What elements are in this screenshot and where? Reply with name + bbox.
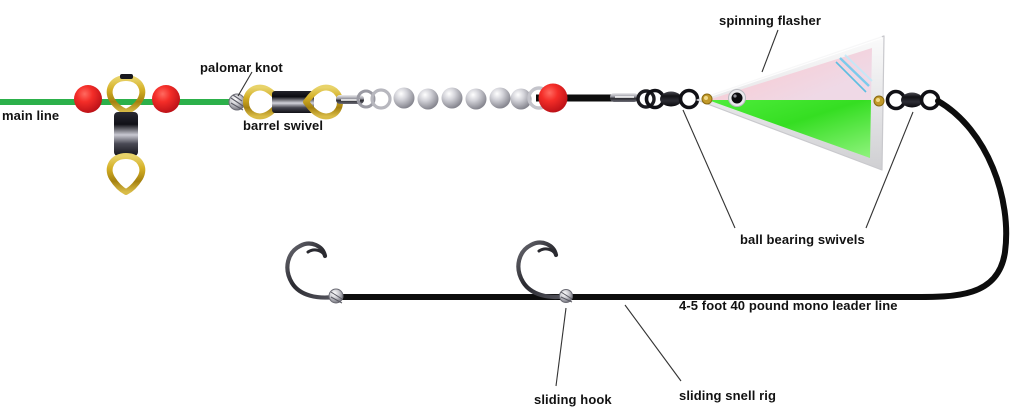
- ball-bearing-swivel-left-callout-line: [682, 109, 736, 229]
- label-sliding-hook: sliding hook: [534, 392, 612, 407]
- leader-segment-with-bead: [536, 83, 624, 113]
- label-spinning-flasher: spinning flasher: [719, 13, 822, 28]
- label-palomar-knot: palomar knot: [200, 60, 283, 75]
- ball-bearing-swivel: [644, 88, 700, 110]
- snap-clip: [610, 89, 656, 109]
- ball-bearing-swivel-right-callout-line: [865, 111, 914, 229]
- label-main-line: main line: [2, 108, 60, 123]
- label-barrel-swivel: barrel swivel: [243, 118, 324, 133]
- red-bead: [74, 85, 102, 113]
- sliding-hook-callout-line: [555, 307, 567, 387]
- three-way-swivel: [106, 74, 146, 195]
- circle-hook: [516, 240, 569, 300]
- label-ball-bearing-swivels: ball bearing swivels: [740, 232, 865, 247]
- spinning-flasher-callout-line: [761, 29, 779, 73]
- sliding-snell-rig-callout-line: [624, 304, 682, 382]
- circle-hook: [285, 241, 337, 300]
- bead-chain: [370, 86, 551, 110]
- palomar-knot: [228, 93, 246, 111]
- barrel-swivel: [243, 84, 343, 120]
- red-bead: [152, 85, 180, 113]
- spinning-flasher: [696, 35, 885, 171]
- mono-leader-line: [333, 98, 1010, 301]
- label-sliding-snell-rig: sliding snell rig: [679, 388, 777, 403]
- palomar-knot-callout-line: [237, 71, 253, 97]
- ball-bearing-swivel: [885, 89, 941, 111]
- snap-clip: [336, 89, 376, 109]
- sliding-snell-knot: [559, 289, 573, 303]
- label-leader-line: 4-5 foot 40 pound mono leader line: [679, 298, 898, 313]
- sliding-snell-knot: [328, 288, 344, 304]
